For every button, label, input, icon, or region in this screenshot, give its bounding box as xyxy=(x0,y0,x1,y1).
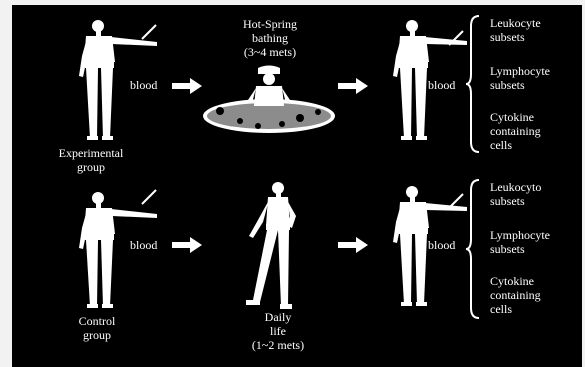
right-arrow-icon xyxy=(172,237,202,253)
experimental-blood-label-1: blood xyxy=(130,78,157,92)
hot-spring-bather-icon xyxy=(200,66,338,136)
experimental-blood-label-2: blood xyxy=(428,78,455,92)
control-outcome-leukocyte: Leukocyto subsets xyxy=(490,180,541,208)
control-outcome-cytokine: Cytokine containing cells xyxy=(490,274,541,316)
curly-brace-icon xyxy=(465,178,481,320)
control-blood-label-1: blood xyxy=(130,238,157,252)
syringe-needle-icon xyxy=(141,24,157,40)
syringe-needle-icon xyxy=(448,30,464,46)
syringe-needle-icon xyxy=(141,189,157,205)
control-outcome-lymphocyte: Lymphocyte subsets xyxy=(490,228,550,256)
right-arrow-icon xyxy=(172,78,202,94)
control-group-label: Control group xyxy=(64,314,130,342)
experimental-outcome-lymphocyte: Lymphocyte subsets xyxy=(490,64,550,92)
right-arrow-icon xyxy=(338,237,368,253)
control-blood-label-2: blood xyxy=(428,238,455,252)
syringe-needle-icon xyxy=(448,193,464,209)
curly-brace-icon xyxy=(465,14,481,154)
daily-life-label: Daily life (1~2 mets) xyxy=(238,310,318,352)
experimental-outcome-leukocyte: Leukocyte subsets xyxy=(490,16,541,44)
walking-person-icon xyxy=(244,180,304,312)
right-arrow-icon xyxy=(338,78,368,94)
experimental-outcome-cytokine: Cytokine containing cells xyxy=(490,110,541,152)
hot-spring-bathing-label: Hot-Spring bathing (3~4 mets) xyxy=(230,17,310,59)
experimental-group-label: Experimental group xyxy=(58,146,124,174)
